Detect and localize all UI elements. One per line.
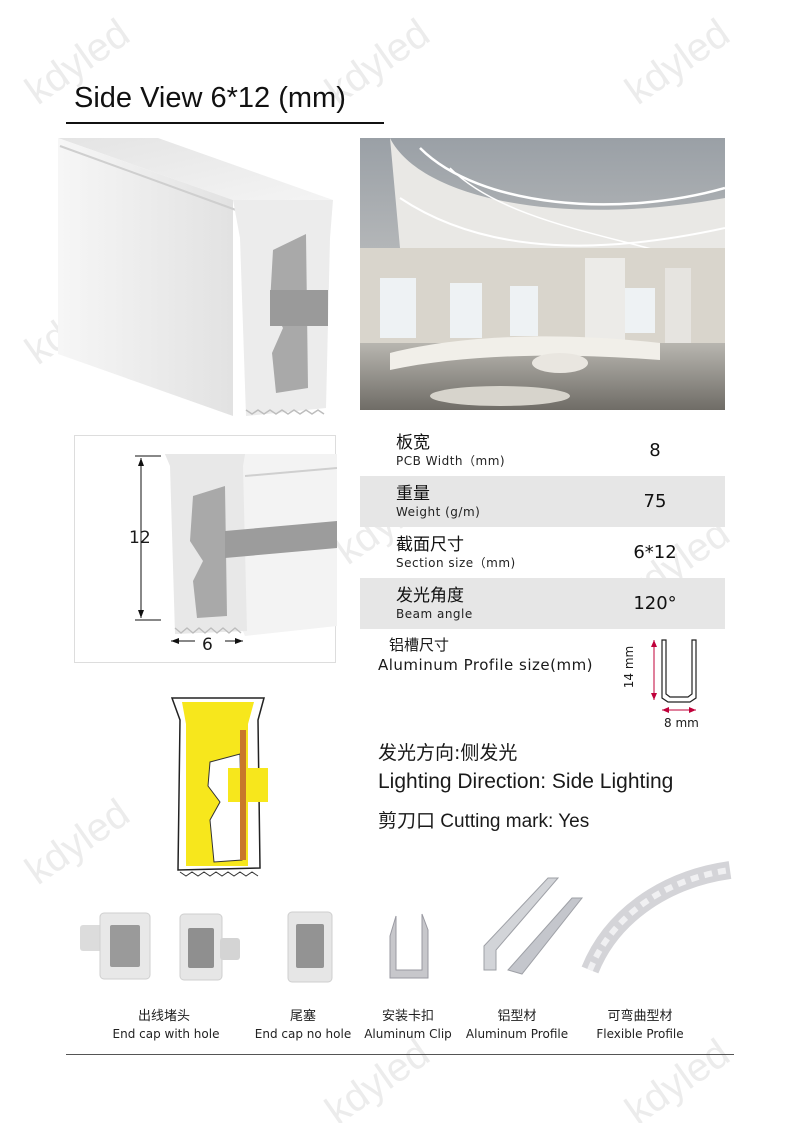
spec-row-weight: 重量 Weight (g/m) 75 [360,476,725,527]
aluminum-profile-diagram: 14 mm 8 mm [622,630,712,734]
title-underline [66,122,384,124]
accessory-label-en: End cap with hole [112,1027,220,1041]
end-cap-with-hole-image [80,912,151,980]
accessory-label-en: Flexible Profile [596,1027,684,1041]
room-application-photo [360,138,725,410]
watermark: kdyled [17,790,138,894]
side-lighting-diagram [170,697,268,877]
accessory-label-zh: 尾塞 [289,1009,317,1024]
spec-label-en: Beam angle [396,606,473,621]
spec-label-en: Weight (g/m) [396,504,481,519]
aluminum-profile-image [483,877,584,975]
lighting-direction-en: Lighting Direction: Side Lighting [378,770,674,793]
section-view-diagram: 12 6 [74,435,338,663]
aluminum-profile-label-en: Aluminum Profile size(mm) [378,656,594,674]
section-drawing [135,454,338,644]
accessory-label-zh: 出线堵头 [137,1009,191,1024]
width-dimension-label: 6 [202,635,213,655]
height-dimension-label: 12 [129,528,151,548]
aluminum-height-label: 14 mm [622,645,637,689]
spec-value: 6*12 [633,542,677,563]
spec-table: 板宽 PCB Width（mm) 8 重量 Weight (g/m) 75 截面… [360,425,725,629]
cutting-mark-text: 剪刀口 Cutting mark: Yes [378,811,590,832]
spec-label-zh: 板宽 [396,432,430,453]
spec-row-pcb-width: 板宽 PCB Width（mm) 8 [360,425,725,476]
spec-value: 8 [649,440,661,461]
end-cap-no-hole-image [287,911,333,983]
spec-label-en: Section size（mm) [396,555,516,570]
watermark: kdyled [617,1030,738,1123]
bottom-divider [66,1054,734,1055]
watermark: kdyled [617,10,738,114]
accessory-label-zh: 可弯曲型材 [607,1009,673,1024]
accessory-label-en: End cap no hole [254,1027,352,1041]
aluminum-profile-label-zh: 铝槽尺寸 [389,636,450,654]
spec-row-beam-angle: 发光角度 Beam angle 120° [360,578,725,629]
aluminum-clip-image [389,913,429,979]
spec-value: 75 [643,491,667,512]
watermark: kdyled [317,1030,438,1123]
page-title: Side View 6*12 (mm) [74,82,346,114]
accessory-label-en: Aluminum Clip [364,1027,452,1041]
spec-row-section-size: 截面尺寸 Section size（mm) 6*12 [360,527,725,578]
spec-label-zh: 截面尺寸 [396,534,464,555]
aluminum-width-label: 8 mm [664,716,699,730]
spec-label-zh: 重量 [396,483,430,504]
spec-label-en: PCB Width（mm) [396,453,506,468]
accessory-label-zh: 安装卡扣 [381,1009,435,1024]
accessory-label-zh: 铝型材 [497,1009,537,1024]
spec-value: 120° [633,593,677,614]
end-cap-with-hole-back-image [179,913,240,981]
lighting-direction-zh: 发光方向:侧发光 [378,742,518,764]
aluminum-channel-drawing [651,639,697,713]
neon-strip-3d-image [58,138,333,416]
flexible-profile-image [581,861,732,974]
spec-label-zh: 发光角度 [396,585,464,606]
accessory-label-en: Aluminum Profile [465,1027,569,1041]
